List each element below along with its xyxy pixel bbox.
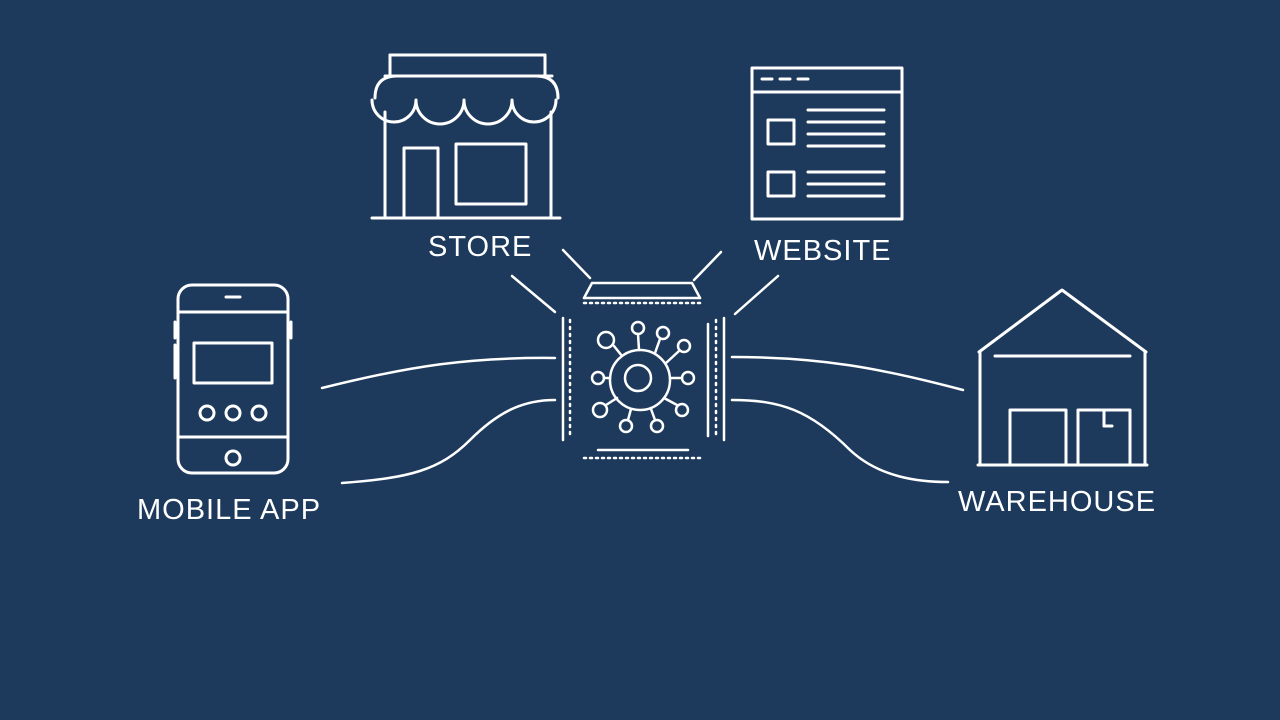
smartphone-icon bbox=[173, 283, 293, 475]
browser-window-icon bbox=[750, 66, 904, 221]
connector-mobile-lower bbox=[340, 398, 557, 485]
connector-mobile-upper bbox=[320, 356, 557, 390]
connector-website-lower bbox=[733, 274, 780, 316]
warehouse-icon bbox=[976, 288, 1149, 467]
warehouse-label: WAREHOUSE bbox=[958, 486, 1157, 518]
central-hub-chip-icon bbox=[561, 281, 726, 460]
connector-lines bbox=[320, 248, 965, 485]
connector-store bbox=[561, 248, 592, 280]
connector-website bbox=[692, 250, 723, 282]
connector-warehouse-lower bbox=[730, 398, 950, 484]
connector-store-lower bbox=[510, 274, 557, 314]
website-label: WEBSITE bbox=[754, 235, 892, 267]
mobile-app-label: MOBILE APP bbox=[137, 494, 322, 526]
store-label: STORE bbox=[428, 231, 533, 263]
connector-warehouse-upper bbox=[730, 355, 965, 392]
storefront-icon bbox=[370, 53, 562, 220]
